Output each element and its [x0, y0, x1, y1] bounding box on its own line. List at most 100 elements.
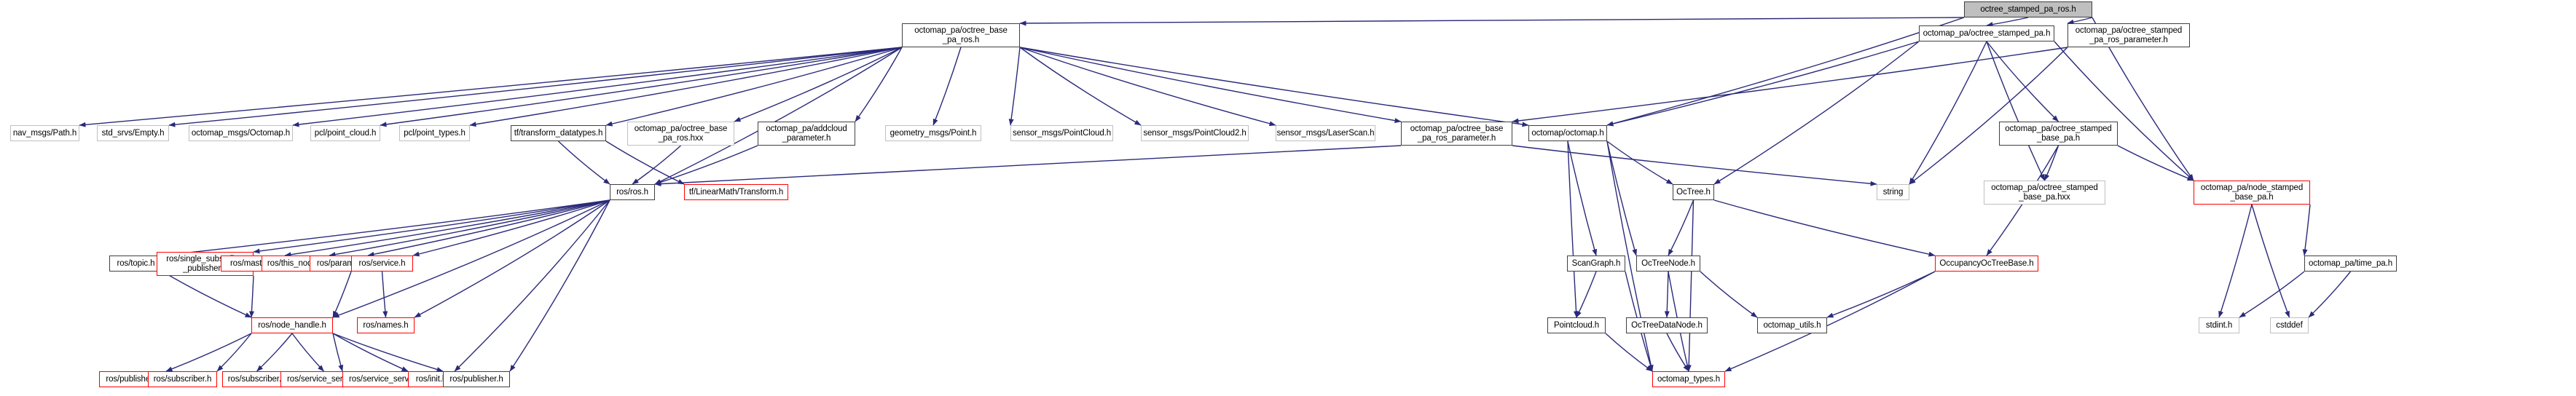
graph-node[interactable]: tf/transform_datatypes.h — [511, 125, 606, 141]
graph-node[interactable]: OcTreeDataNode.h — [1626, 317, 1708, 333]
graph-edge — [381, 271, 388, 318]
graph-node[interactable]: octomap_pa/octree_stamped _pa_ros_parame… — [2068, 23, 2190, 47]
graph-node[interactable]: stdint.h — [2199, 317, 2239, 333]
graph-edge — [2043, 145, 2059, 181]
graph-edge — [1606, 140, 1638, 256]
graph-edge — [165, 333, 252, 372]
graph-edge — [1019, 47, 1529, 127]
graph-node[interactable]: string — [1877, 184, 1909, 200]
graph-node[interactable]: octomap_pa/octree_base _pa_ros_parameter… — [1401, 122, 1512, 146]
graph-edge — [332, 271, 352, 318]
graph-node[interactable]: ros/ros.h — [610, 184, 655, 200]
graph-node[interactable]: OcTreeNode.h — [1636, 256, 1700, 272]
graph-edge — [1668, 199, 1695, 256]
graph-edge — [1019, 17, 1965, 26]
graph-edge — [734, 47, 903, 122]
graph-edge — [1986, 41, 2059, 122]
graph-edge — [1700, 271, 1758, 318]
graph-edge — [162, 271, 252, 318]
graph-edge — [2067, 17, 2093, 25]
graph-node[interactable]: nav_msgs/Path.h — [10, 125, 79, 141]
graph-edge — [1019, 47, 1142, 126]
graph-edge — [79, 47, 903, 127]
graph-edge — [1986, 17, 2029, 28]
graph-node[interactable]: octomap_msgs/Octomap.h — [189, 125, 293, 141]
graph-node[interactable]: octomap_pa/time_pa.h — [2304, 256, 2397, 272]
graph-edge — [932, 47, 962, 126]
graph-edge — [654, 145, 758, 185]
graph-node[interactable]: octree_stamped_pa_ros.h — [1964, 1, 2092, 17]
graph-edge — [1605, 333, 1653, 372]
graph-edge — [1567, 140, 1579, 318]
graph-edge — [414, 199, 610, 318]
graph-edge — [632, 145, 681, 185]
graph-edge — [284, 199, 610, 258]
graph-edge — [1826, 271, 1936, 318]
graph-edge — [2308, 271, 2352, 318]
graph-node[interactable]: octomap_pa/addcloud _parameter.h — [758, 122, 855, 146]
graph-node[interactable]: octomap_pa/octree_base _pa_ros.hxx — [627, 122, 734, 146]
graph-node[interactable]: ros/service.h — [351, 256, 413, 272]
graph-edge — [2302, 204, 2311, 256]
graph-edge — [1606, 41, 1920, 127]
graph-node[interactable]: ros/publisher.h — [443, 371, 510, 387]
graph-edge — [1606, 17, 1965, 127]
graph-node[interactable]: sensor_msgs/PointCloud.h — [1010, 125, 1113, 141]
graph-edge — [2251, 204, 2290, 318]
graph-edge — [2117, 145, 2194, 181]
graph-edge — [605, 47, 903, 127]
graph-edge — [2054, 41, 2194, 181]
graph-node[interactable]: std_srvs/Empty.h — [97, 125, 169, 141]
graph-node[interactable]: ros/subscriber.h — [148, 371, 217, 387]
graph-node[interactable]: sensor_msgs/PointCloud2.h — [1141, 125, 1249, 141]
graph-edge — [1576, 271, 1597, 318]
graph-node[interactable]: sensor_msgs/LaserScan.h — [1276, 125, 1375, 141]
graph-edge — [168, 47, 903, 127]
graph-edge — [1686, 199, 1695, 372]
graph-edge — [605, 140, 685, 185]
graph-edge — [332, 333, 444, 372]
graph-node[interactable]: octomap_utils.h — [1757, 317, 1827, 333]
graph-edge — [509, 199, 610, 372]
graph-edge — [329, 199, 610, 257]
graph-node[interactable]: pcl/point_types.h — [399, 125, 470, 141]
graph-edge — [1512, 145, 1877, 186]
graph-edge — [454, 199, 610, 372]
graph-edge — [1909, 47, 2068, 185]
graph-edge — [1019, 47, 1276, 127]
graph-node[interactable]: ros/names.h — [357, 317, 415, 333]
graph-node[interactable]: ScanGraph.h — [1567, 256, 1625, 272]
graph-edge — [253, 199, 610, 254]
graph-edge — [249, 275, 254, 318]
graph-edge — [256, 333, 293, 372]
graph-node[interactable]: ros/topic.h — [109, 256, 162, 272]
graph-node[interactable]: cstddef — [2270, 317, 2309, 333]
graph-edge — [2239, 271, 2305, 318]
graph-node[interactable]: OccupancyOcTreeBase.h — [1935, 256, 2038, 272]
graph-node[interactable]: octomap_pa/octree_stamped_pa.h — [1919, 25, 2054, 41]
graph-edge — [412, 199, 610, 257]
graph-edge — [1008, 47, 1021, 126]
graph-node[interactable]: ros/subscriber.h — [222, 371, 291, 387]
graph-node[interactable]: octomap_types.h — [1652, 371, 1725, 387]
graph-node[interactable]: octomap_pa/octree_base _pa_ros.h — [902, 23, 1020, 47]
graph-edge — [2218, 204, 2253, 318]
graph-node[interactable]: ros/node_handle.h — [251, 317, 333, 333]
graph-edge — [1666, 333, 1689, 372]
graph-edge — [367, 199, 610, 257]
graph-node[interactable]: OcTree.h — [1673, 184, 1714, 200]
graph-edge — [1512, 47, 2068, 124]
graph-node[interactable]: octomap_pa/node_stamped _base_pa.h — [2194, 181, 2310, 205]
graph-edge — [1567, 140, 1598, 256]
graph-node[interactable]: octomap/octomap.h — [1528, 125, 1607, 141]
graph-node[interactable]: octomap_pa/octree_stamped _base_pa.hxx — [1984, 181, 2105, 205]
graph-edge — [1713, 199, 1936, 257]
graph-edge — [292, 47, 903, 127]
graph-node[interactable]: geometry_msgs/Point.h — [885, 125, 981, 141]
graph-node[interactable]: tf/LinearMath/Transform.h — [684, 184, 788, 200]
graph-node[interactable]: pcl/point_cloud.h — [310, 125, 380, 141]
graph-edge — [216, 333, 252, 372]
graph-edge — [1019, 47, 1402, 123]
graph-node[interactable]: Pointcloud.h — [1547, 317, 1606, 333]
graph-node[interactable]: octomap_pa/octree_stamped _base_pa.h — [1999, 122, 2118, 146]
